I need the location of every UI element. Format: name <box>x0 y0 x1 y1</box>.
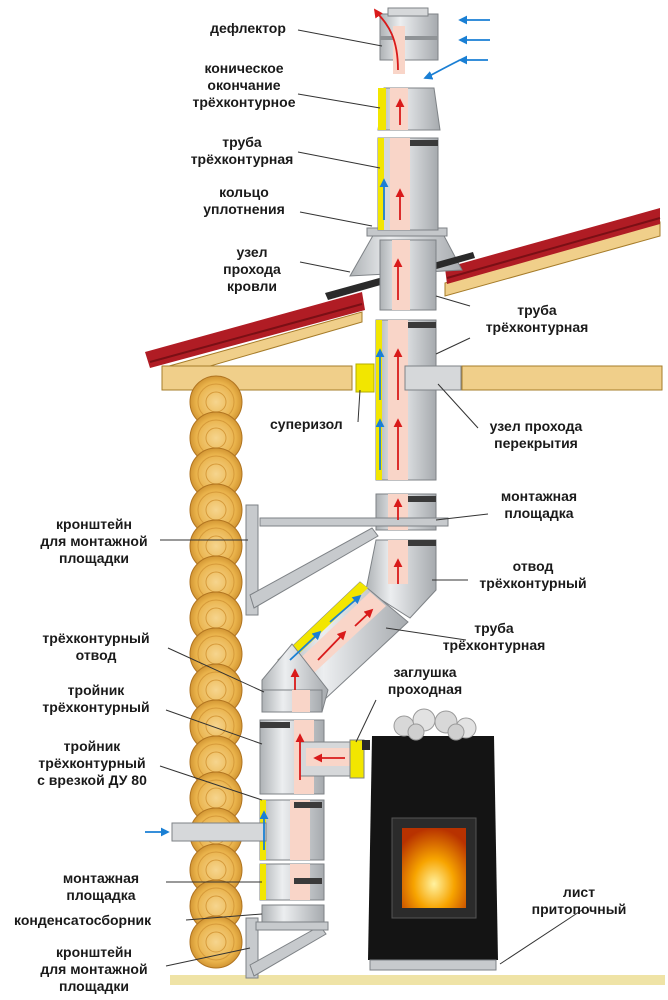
label-mount-platform-left: монтажная площадка <box>62 870 140 903</box>
label-mount-platform-right: монтажная площадка <box>500 488 578 521</box>
ceiling-left <box>161 365 353 391</box>
log-ring <box>205 931 227 953</box>
hot-airflow-arrows <box>290 8 405 780</box>
log-wall <box>189 375 243 969</box>
label-elbow-right: отвод трёхконтурный <box>479 558 587 591</box>
superizol-block <box>355 363 375 393</box>
mount-platform-lower <box>259 863 325 901</box>
tee <box>259 719 353 795</box>
stove <box>362 708 498 971</box>
bracket-lower <box>245 917 329 979</box>
label-conical-end: коническое окончание трёхконтурное <box>192 60 296 110</box>
label-roof-pass: узел прохода кровли <box>223 244 281 294</box>
label-bracket-upper: кронштейн для монтажной площадки <box>40 516 148 566</box>
label-seal-ring: кольцо уплотнения <box>203 184 285 217</box>
label-deflector: дефлектор <box>210 20 286 36</box>
label-fire-sheet: лист притопочный <box>531 884 627 917</box>
roof-right <box>444 208 661 297</box>
log-ring <box>197 923 235 961</box>
floor <box>170 975 665 985</box>
label-bracket-lower: кронштейн для монтажной площадки <box>40 944 148 994</box>
tee-du80 <box>171 799 325 861</box>
label-pipe-upper: труба трёхконтурная <box>190 134 294 167</box>
label-tee: тройник трёхконтурный <box>42 682 150 715</box>
mount-platform-upper <box>259 493 449 531</box>
label-pipe-diagonal: труба трёхконтурная <box>442 620 546 653</box>
condensate-collector <box>261 904 325 924</box>
label-condensate: конденсатосборник <box>14 912 152 928</box>
ceiling-pass-node <box>404 365 462 391</box>
label-superizol: суперизол <box>270 416 343 432</box>
ceiling-right <box>461 365 663 391</box>
label-pipe-right: труба трёхконтурная <box>485 302 589 335</box>
bracket-upper <box>245 504 379 616</box>
deflector <box>379 7 439 74</box>
pipe-lower-vertical <box>375 319 437 481</box>
label-pass-plug: заглушка проходная <box>387 664 463 697</box>
pipe-upper <box>377 137 439 231</box>
cold-airflow-arrows <box>145 15 490 850</box>
stove-fire <box>402 828 466 908</box>
label-ceiling-pass: узел прохода перекрытия <box>489 418 583 451</box>
sauna-stones <box>393 708 477 741</box>
conical-end <box>377 87 441 131</box>
pass-plug <box>349 739 365 779</box>
leader-lines <box>159 29 583 967</box>
label-tee-du80: тройник трёхконтурный с врезкой ДУ 80 <box>37 738 147 788</box>
label-elbow-left: трёхконтурный отвод <box>42 630 150 663</box>
